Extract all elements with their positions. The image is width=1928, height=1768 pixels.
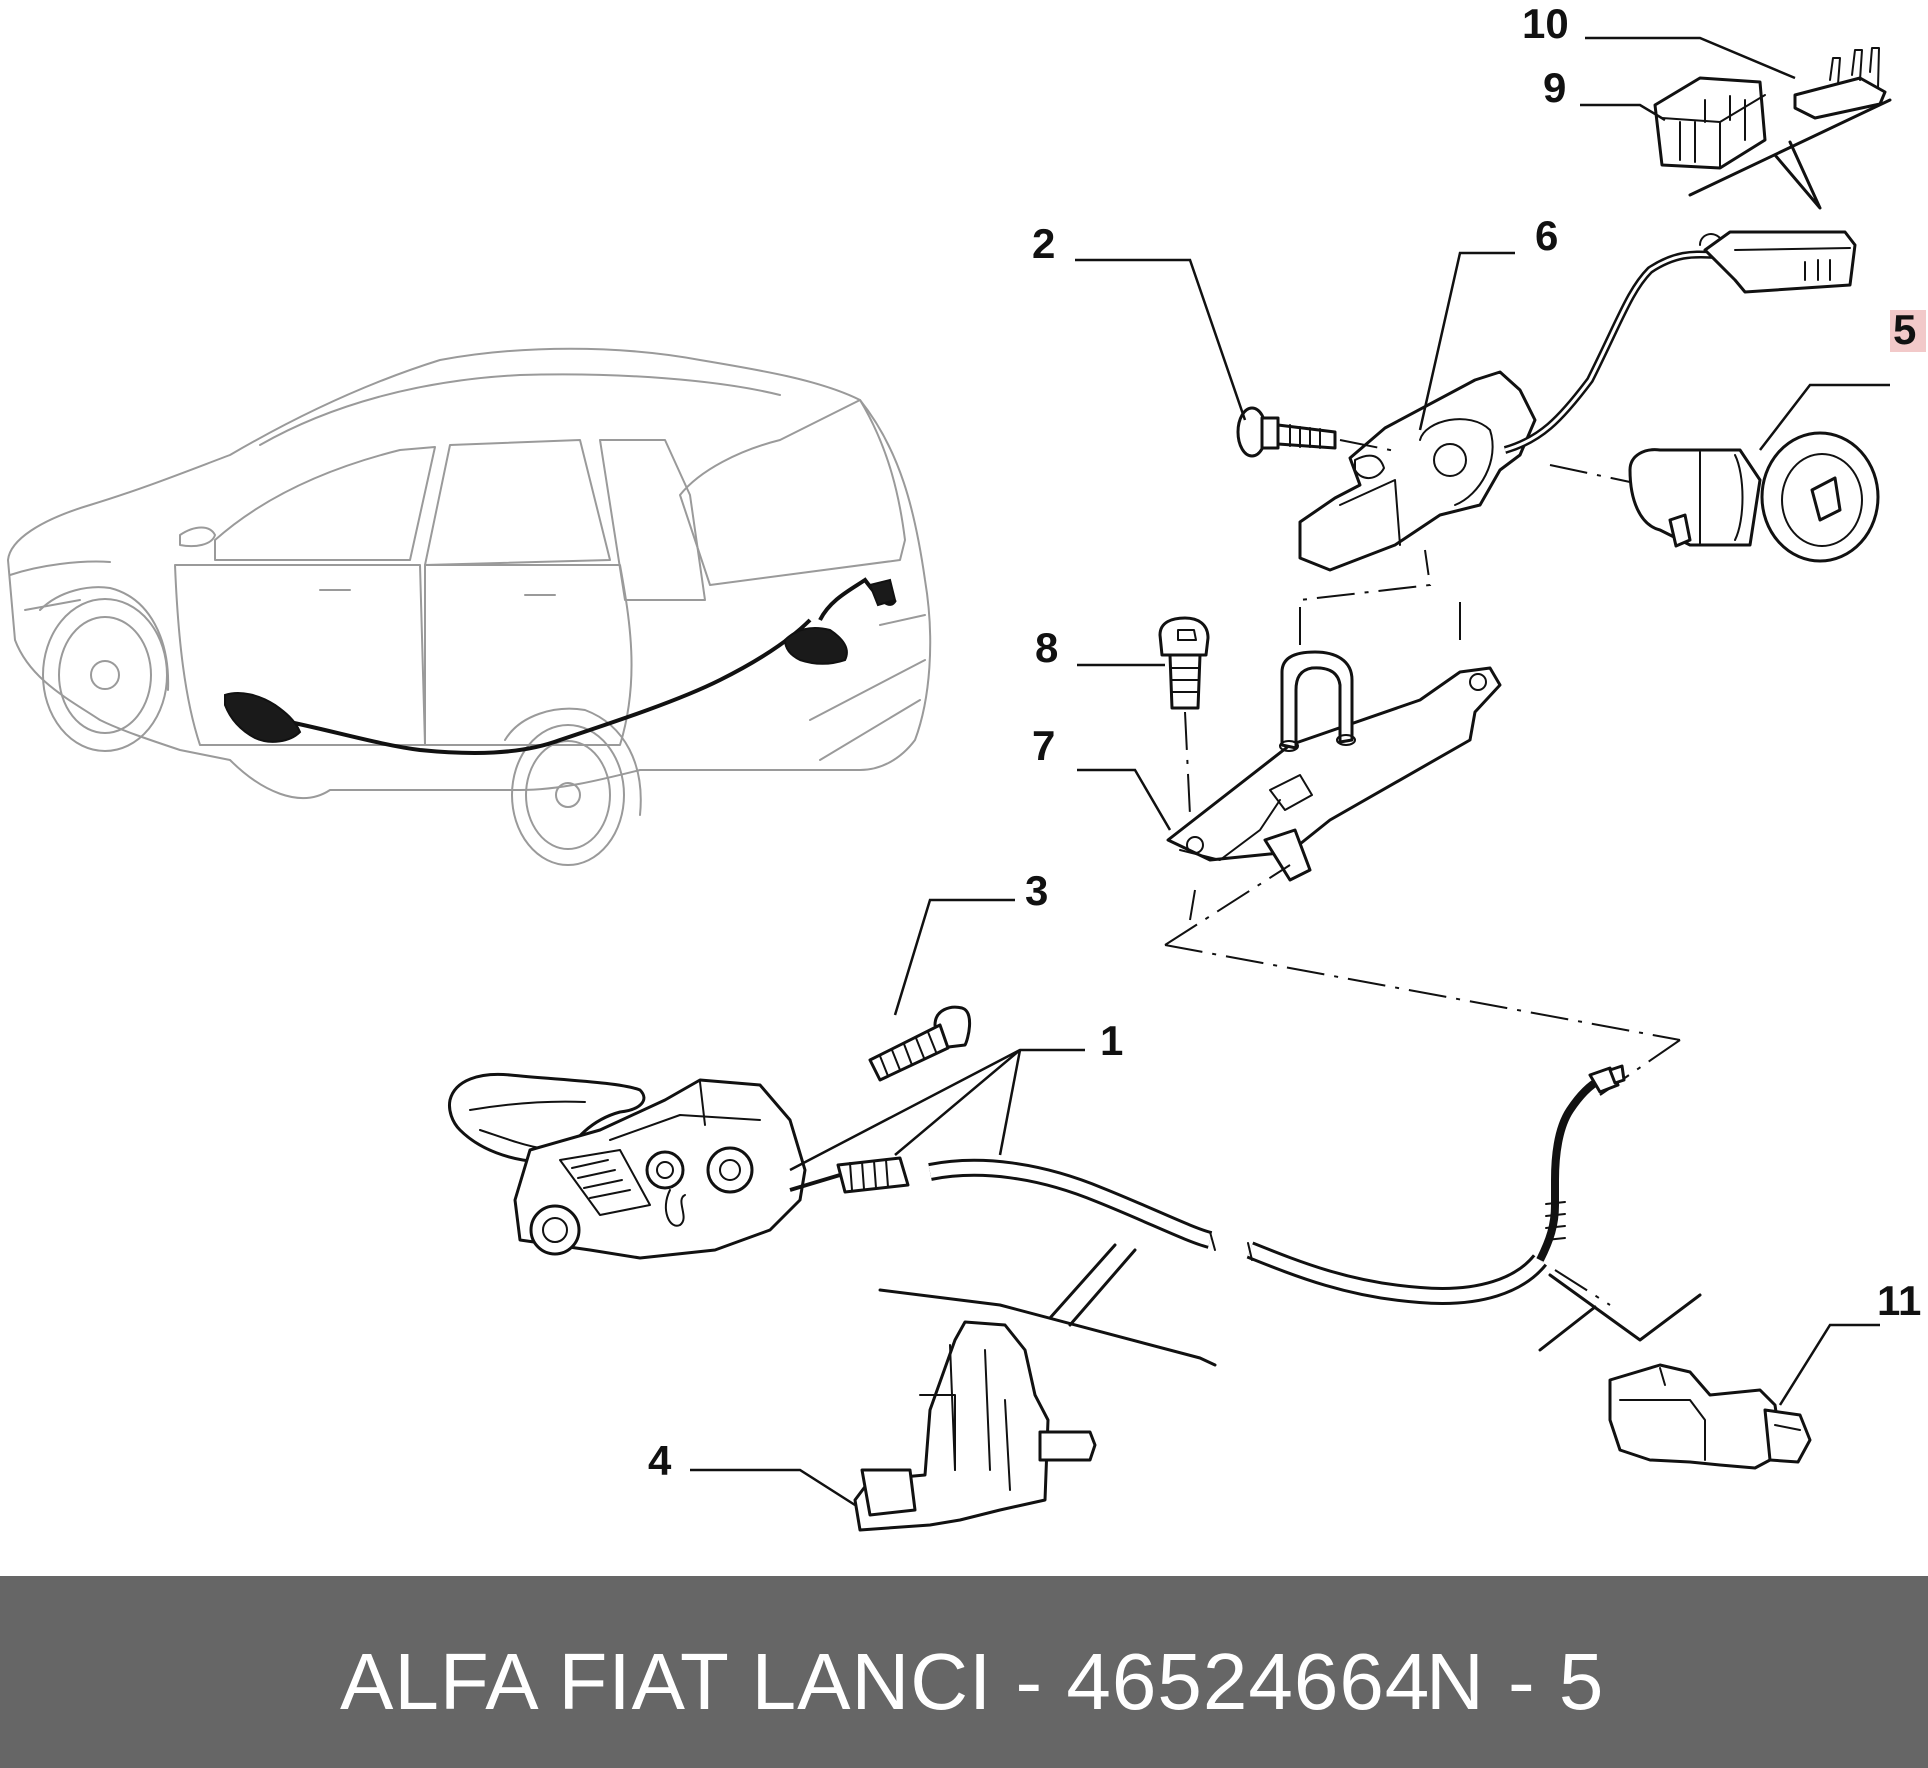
- part-9-connector-housing: [1653, 76, 1892, 210]
- part-5-lock-cylinder: [1549, 431, 1880, 563]
- callout-7: 7: [1032, 722, 1055, 769]
- part-1-release-lever-cable: [448, 1064, 1702, 1352]
- part-2-screw: [1236, 406, 1401, 458]
- callout-3: 3: [1025, 867, 1048, 914]
- cable-route-on-car: [224, 577, 897, 755]
- callout-9: 9: [1543, 64, 1566, 111]
- leader-lines: [690, 36, 1890, 1507]
- callout-5-highlight: [1890, 310, 1926, 352]
- assembly-center-lines: [1164, 864, 1681, 1096]
- part-8-screw: [1158, 616, 1210, 816]
- callout-4: 4: [648, 1437, 672, 1484]
- part-4-clip: [853, 1243, 1217, 1532]
- callout-6: 6: [1535, 212, 1558, 259]
- callouts: 10 9 2 6 5 8 7 3 1 4 11: [648, 0, 1926, 1484]
- callout-1: 1: [1100, 1017, 1123, 1064]
- footer-part-number: ALFA FIAT LANCI - 46524664: [340, 1637, 1431, 1726]
- car-outline: [7, 347, 932, 866]
- part-11-connector: [1608, 1363, 1812, 1470]
- part-6-lock-bracket: [1298, 230, 1857, 572]
- part-3-bolt: [868, 1005, 971, 1082]
- footer-page-reference: N - 5: [1426, 1637, 1605, 1726]
- callout-10: 10: [1522, 0, 1569, 47]
- callout-8: 8: [1035, 624, 1058, 671]
- exploded-parts-diagram: 10 9 2 6 5 8 7 3 1 4 11: [7, 0, 1926, 1532]
- footer-banner: [0, 1576, 1928, 1768]
- callout-2: 2: [1032, 220, 1055, 267]
- part-7-mounting-plate: [1166, 549, 1502, 882]
- callout-11: 11: [1877, 1277, 1921, 1324]
- callout-5: 5: [1893, 306, 1916, 353]
